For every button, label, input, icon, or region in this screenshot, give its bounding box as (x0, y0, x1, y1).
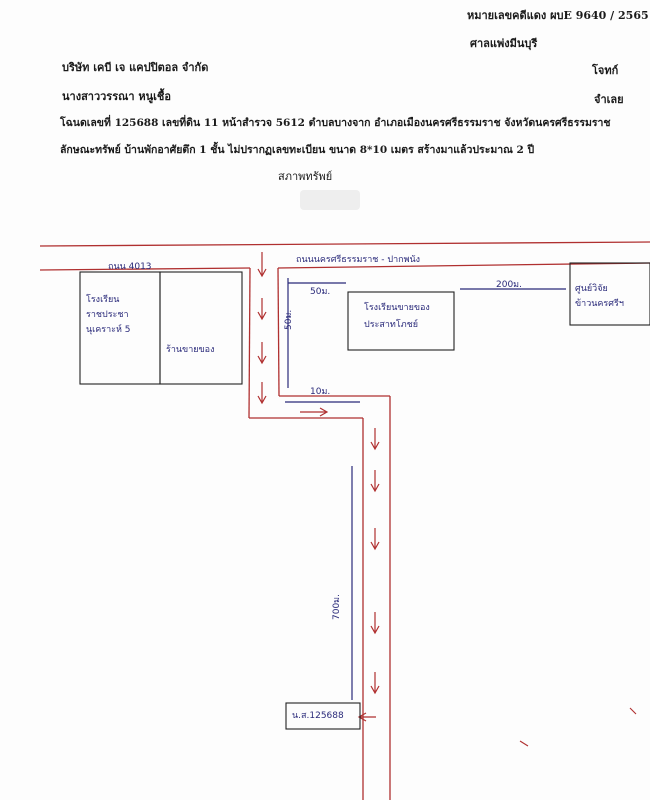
rice-center-label: ศูนย์วิจัย ข้าวนครศรีฯ (575, 284, 624, 310)
distance-10m: 10ม. (310, 387, 331, 397)
court-name: ศาลแพ่งมีนบุรี (470, 37, 538, 50)
center-shop-line2: ประสาทโภชย์ (364, 320, 419, 330)
left-shop-label: ร้านขายของ (166, 345, 215, 355)
school-label-line1: โรงเรียน (86, 295, 120, 305)
defendant-name: นางสาววรรณา หนูเชื้อ (62, 90, 171, 103)
school-label-line3: นุเคราะห์ 5 (86, 325, 131, 335)
distance-200m: 200ม. (496, 280, 522, 290)
road-label-4013: ถนน 4013 (108, 262, 152, 272)
school-label: โรงเรียน ราชประชา นุเคราะห์ 5 (86, 295, 131, 336)
deed-line: โฉนดเลขที่ 125688 เลขที่ดิน 11 หน้าสำรวจ… (60, 117, 611, 129)
defendant-role: จำเลย (594, 93, 624, 106)
plaintiff-role: โจทก์ (592, 64, 619, 77)
center-shop-line1: โรงเรียนขายของ (364, 303, 430, 313)
property-feature-line: ลักษณะทรัพย์ บ้านพักอาศัยตึก 1 ชั้น ไม่ป… (60, 144, 535, 156)
school-label-line2: ราชประชา (86, 310, 129, 320)
plaintiff-name: บริษัท เคบี เจ แคปปิตอล จำกัด (62, 61, 209, 74)
rice-center-line2: ข้าวนครศรีฯ (575, 299, 624, 309)
distance-50m-vertical: 50ม. (284, 309, 294, 330)
deed-box-label: น.ส.125688 (292, 711, 344, 721)
road-label-main: ถนนนครศรีธรรมราช - ปากพนัง (296, 255, 421, 265)
condition-label: สภาพทรัพย์ (278, 170, 333, 183)
distance-50m-top: 50ม. (310, 287, 331, 297)
rice-center-line1: ศูนย์วิจัย (575, 284, 608, 294)
case-number: หมายเลขคดีแดง ผบE 9640 / 2565 (467, 9, 649, 22)
center-shop-label: โรงเรียนขายของ ประสาทโภชย์ (364, 303, 430, 331)
redacted-area (300, 190, 360, 210)
distance-700m: 700ม. (332, 594, 342, 620)
